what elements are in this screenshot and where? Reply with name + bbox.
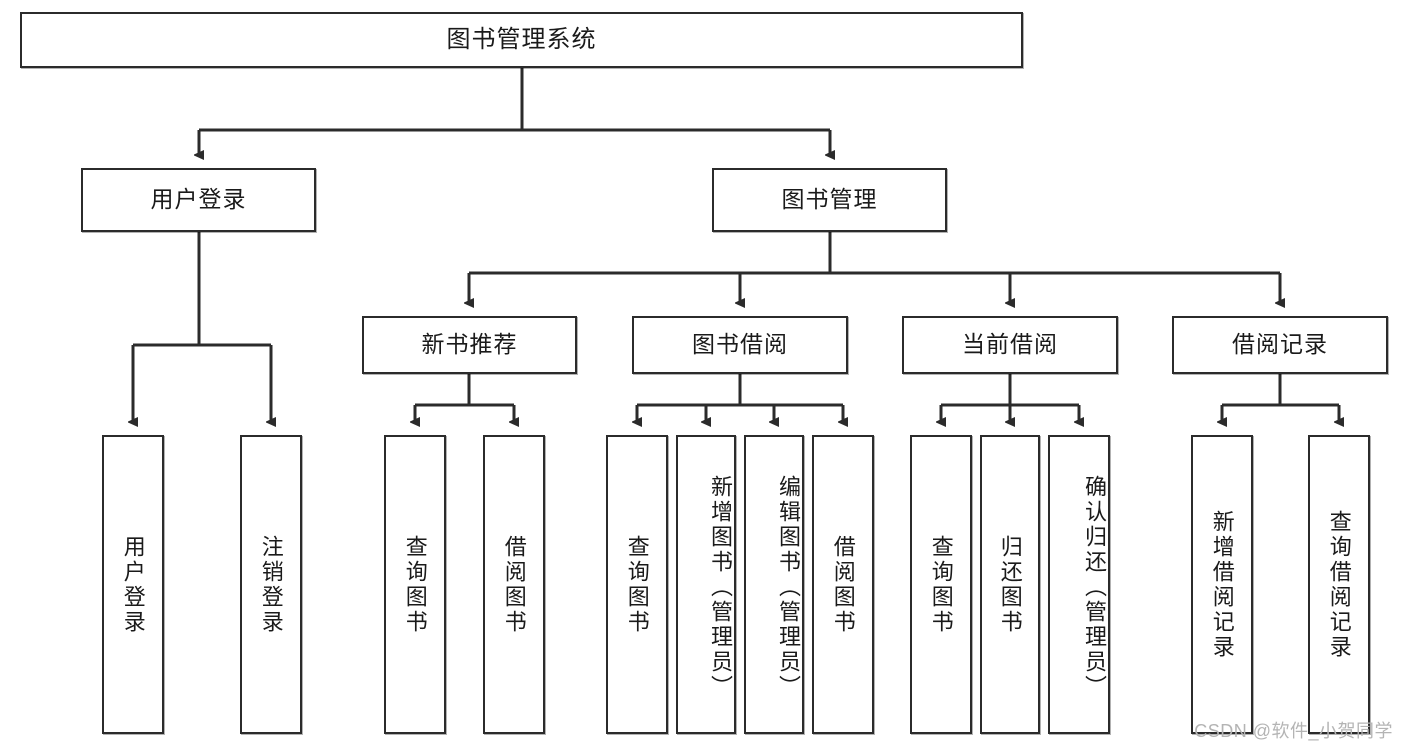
leaf-book-borrow-borrow-book[interactable]: 借阅图书: [812, 435, 874, 734]
node-new-book-recommend[interactable]: 新书推荐: [362, 316, 577, 374]
leaf-book-borrow-query-book[interactable]: 查询图书: [606, 435, 668, 734]
leaf-current-borrow-confirm-return-admin[interactable]: 确认归还（管理员）: [1048, 435, 1110, 734]
leaf-book-borrow-add-book-admin[interactable]: 新增图书（管理员）: [676, 435, 736, 734]
node-book-borrow[interactable]: 图书借阅: [632, 316, 848, 374]
leaf-new-book-borrow-book[interactable]: 借阅图书: [483, 435, 545, 734]
leaf-current-borrow-return-book[interactable]: 归还图书: [980, 435, 1040, 734]
node-user-login[interactable]: 用户登录: [81, 168, 316, 232]
leaf-current-borrow-query-book[interactable]: 查询图书: [910, 435, 972, 734]
node-current-borrow[interactable]: 当前借阅: [902, 316, 1118, 374]
leaf-user-login-logout[interactable]: 注销登录: [240, 435, 302, 734]
leaf-borrow-record-add-record[interactable]: 新增借阅记录: [1191, 435, 1253, 734]
node-root-book-management-system[interactable]: 图书管理系统: [20, 12, 1023, 68]
node-borrow-record[interactable]: 借阅记录: [1172, 316, 1388, 374]
node-book-management[interactable]: 图书管理: [712, 168, 947, 232]
csdn-watermark: CSDN @软件_小贺同学: [1194, 721, 1393, 741]
leaf-new-book-query-book[interactable]: 查询图书: [384, 435, 446, 734]
leaf-book-borrow-edit-book-admin[interactable]: 编辑图书（管理员）: [744, 435, 804, 734]
leaf-user-login-login[interactable]: 用户登录: [102, 435, 164, 734]
leaf-borrow-record-query-record[interactable]: 查询借阅记录: [1308, 435, 1370, 734]
